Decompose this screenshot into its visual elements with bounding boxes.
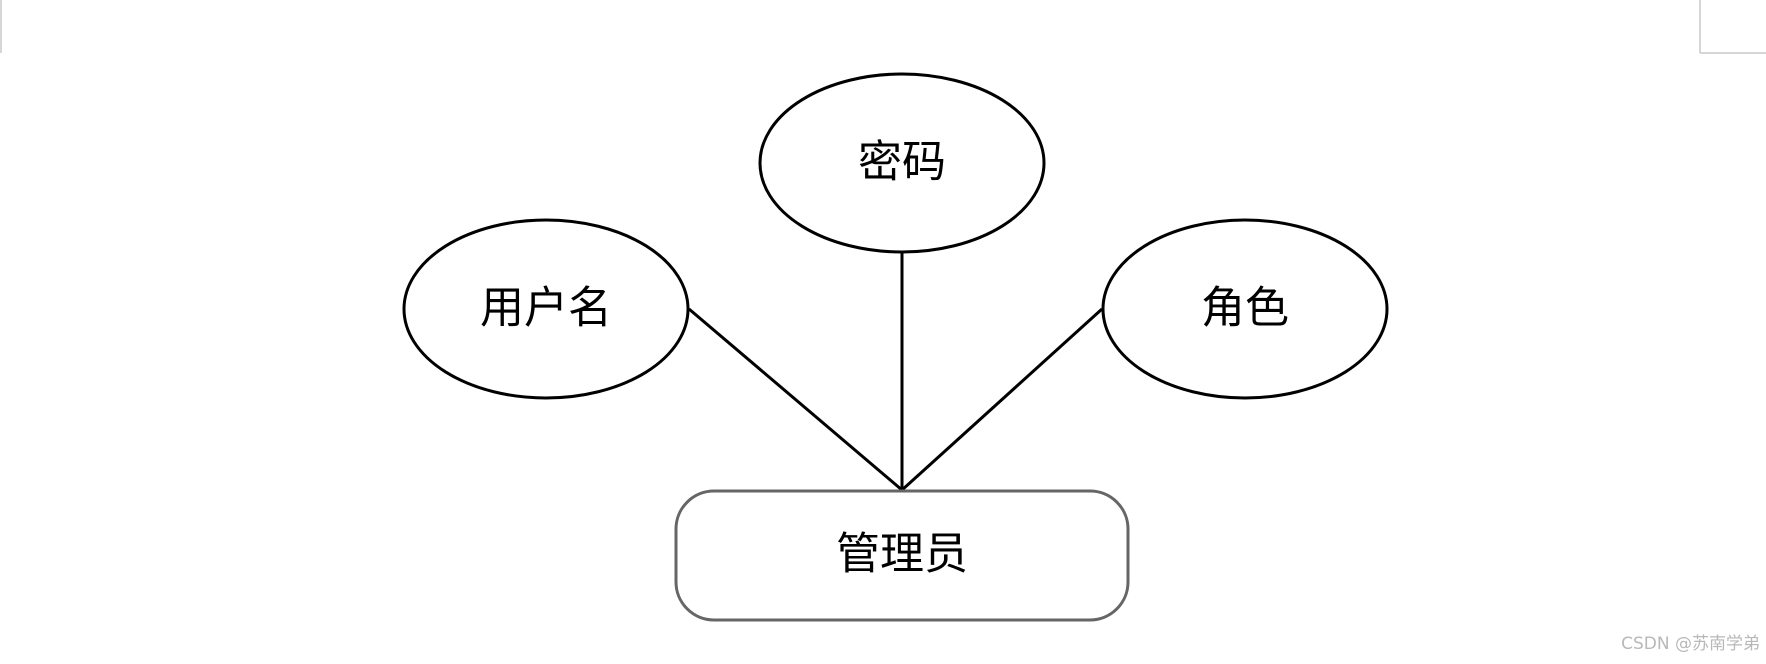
- entity-admin-label: 管理员: [836, 529, 968, 580]
- attribute-password-label: 密码: [858, 137, 946, 188]
- connector-username: [688, 307, 903, 492]
- attribute-password-ellipse: [758, 72, 1046, 254]
- entity-admin: 管理员: [674, 489, 1130, 622]
- attribute-role: 角色: [1101, 218, 1389, 400]
- attribute-username-label: 用户名: [480, 283, 612, 334]
- entity-admin-box: [674, 489, 1130, 622]
- attribute-role-ellipse: [1101, 218, 1389, 400]
- attribute-password: 密码: [758, 72, 1046, 254]
- attribute-role-label: 角色: [1201, 283, 1289, 334]
- connector-role: [900, 307, 1104, 492]
- attribute-username: 用户名: [402, 218, 690, 400]
- watermark: CSDN @苏南学弟: [1621, 634, 1760, 654]
- attribute-username-ellipse: [402, 218, 690, 400]
